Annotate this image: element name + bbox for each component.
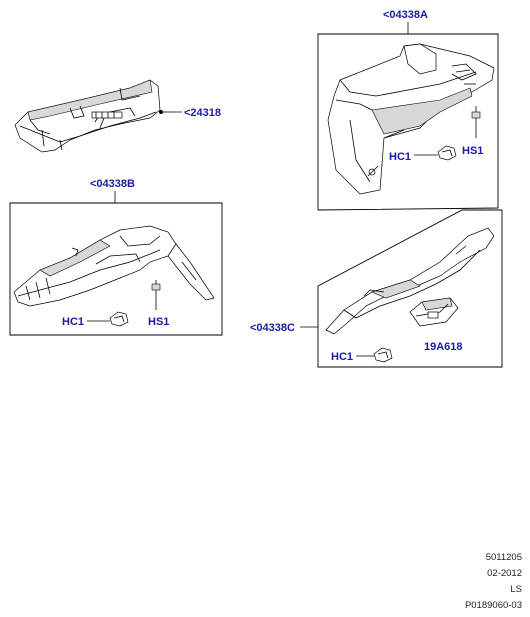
footer-date: 02-2012 xyxy=(487,568,522,579)
callout-19A618: 19A618 xyxy=(424,341,463,353)
callout-hc1-b: HC1 xyxy=(62,316,84,328)
callout-04338C: <04338C xyxy=(250,322,295,334)
part-04338B-tray xyxy=(13,225,215,307)
callout-hs1-b: HS1 xyxy=(148,316,169,328)
callout-04338A: <04338A xyxy=(383,9,428,21)
callout-hc1-a: HC1 xyxy=(389,151,411,163)
footer-model-code: LS xyxy=(510,584,522,595)
hc1-clip-b xyxy=(109,311,129,327)
callout-hc1-c: HC1 xyxy=(331,351,353,363)
frame-04338C xyxy=(317,209,503,368)
hs1-screw-a xyxy=(471,106,481,138)
footer-doc-number: 5011205 xyxy=(485,552,522,563)
frame-04338B xyxy=(9,202,223,336)
frame-04338A xyxy=(317,33,499,211)
part-04338A-glove-box xyxy=(327,43,495,195)
hc1-clip-a xyxy=(437,145,457,161)
hs1-screw-b xyxy=(151,280,161,310)
footer-illustration-id: P0189060-03 xyxy=(464,600,522,611)
callout-24318: <24318 xyxy=(184,107,221,119)
hc1-clip-c xyxy=(373,347,393,363)
part-24318-bracket xyxy=(14,79,163,153)
callout-04338B: <04338B xyxy=(90,178,135,190)
part-04338C-lid-trim xyxy=(325,227,495,335)
part-19A618-latch xyxy=(409,297,459,327)
callout-hs1-a: HS1 xyxy=(462,145,483,157)
